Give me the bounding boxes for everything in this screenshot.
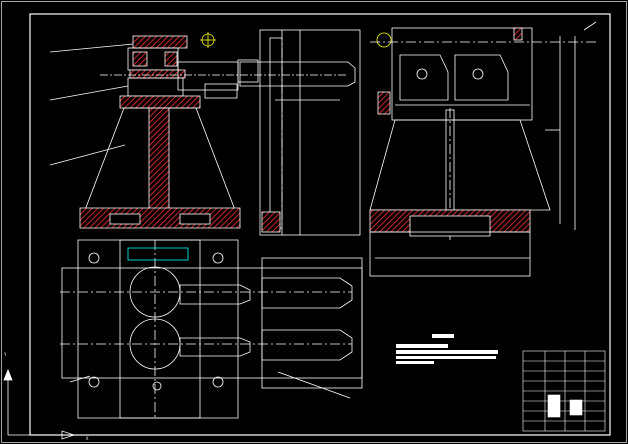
ucs-axis-icon: Y X — [3, 352, 89, 441]
plan-view — [60, 239, 363, 419]
technical-notes — [396, 334, 498, 364]
ucs-y-label: Y — [4, 352, 7, 357]
side-view — [239, 29, 361, 236]
right-section-view — [369, 21, 598, 277]
drawing-frame — [29, 13, 611, 436]
front-view — [49, 32, 348, 229]
ucs-x-label: X — [86, 436, 89, 441]
title-block — [522, 350, 606, 432]
